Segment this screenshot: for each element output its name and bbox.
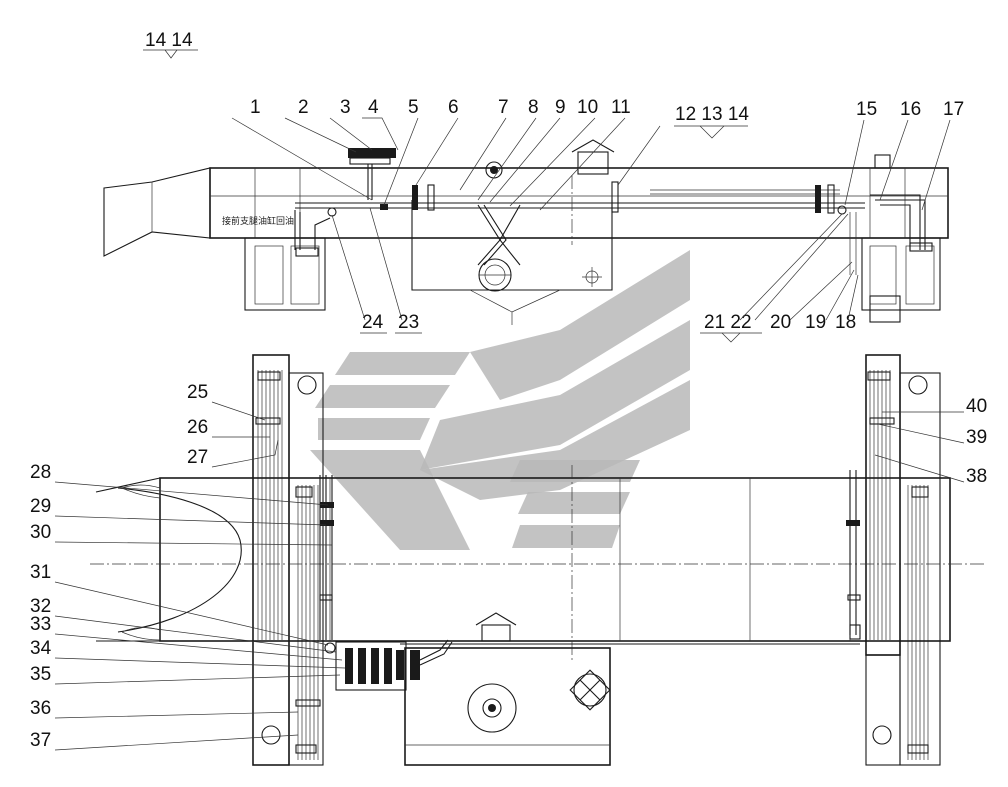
header-label: 14 14 — [145, 30, 193, 51]
callout-26: 26 — [187, 417, 208, 438]
callout-24: 24 — [362, 312, 384, 333]
callout-35: 35 — [30, 664, 51, 685]
callout-27: 27 — [187, 447, 208, 468]
callout-30: 30 — [30, 522, 51, 543]
callout-17: 17 — [943, 99, 964, 120]
callout-2: 2 — [298, 97, 309, 118]
callout-4: 4 — [368, 97, 379, 118]
callout-11: 11 — [611, 97, 631, 118]
pipe-note: 接前支腿油缸回油 — [222, 215, 294, 227]
callout-31: 31 — [30, 562, 51, 583]
callout-39: 39 — [966, 427, 987, 448]
callout-34: 34 — [30, 638, 52, 659]
top-callouts: 1 2 3 4 5 6 7 8 9 10 11 12 13 14 15 16 1… — [231, 97, 964, 211]
callout-7: 7 — [498, 97, 509, 118]
callout-1: 1 — [250, 97, 261, 118]
mid-callouts: 24 23 21 22 20 19 18 — [331, 207, 859, 343]
callout-15: 15 — [856, 99, 877, 120]
callout-37: 37 — [30, 730, 51, 751]
callout-10: 10 — [577, 97, 598, 118]
right-callouts: 40 39 38 — [874, 396, 987, 487]
callout-8: 8 — [528, 97, 539, 118]
callout-20: 20 — [770, 312, 791, 333]
callout-16: 16 — [900, 99, 921, 120]
callout-9: 9 — [555, 97, 566, 118]
callout-36: 36 — [30, 698, 51, 719]
callout-25: 25 — [187, 382, 208, 403]
callout-12-13-14: 12 13 14 — [675, 104, 749, 125]
callout-3: 3 — [340, 97, 351, 118]
callout-32: 32 — [30, 596, 51, 617]
callout-33: 33 — [30, 614, 51, 635]
callout-6: 6 — [448, 97, 459, 118]
callout-40: 40 — [966, 396, 987, 417]
watermark-logo — [310, 250, 690, 550]
side-elevation-view: 接前支腿油缸回油 — [103, 139, 949, 325]
callout-19: 19 — [805, 312, 826, 333]
callout-29: 29 — [30, 496, 51, 517]
callout-38: 38 — [966, 466, 987, 487]
callout-18: 18 — [835, 312, 856, 333]
callout-21-22: 21 22 — [704, 312, 752, 333]
callout-28: 28 — [30, 462, 51, 483]
left-callouts: 25 26 27 28 29 30 31 32 33 34 35 36 37 — [30, 382, 346, 751]
callout-23: 23 — [398, 312, 419, 333]
callout-5: 5 — [408, 97, 419, 118]
plan-view — [90, 354, 985, 766]
